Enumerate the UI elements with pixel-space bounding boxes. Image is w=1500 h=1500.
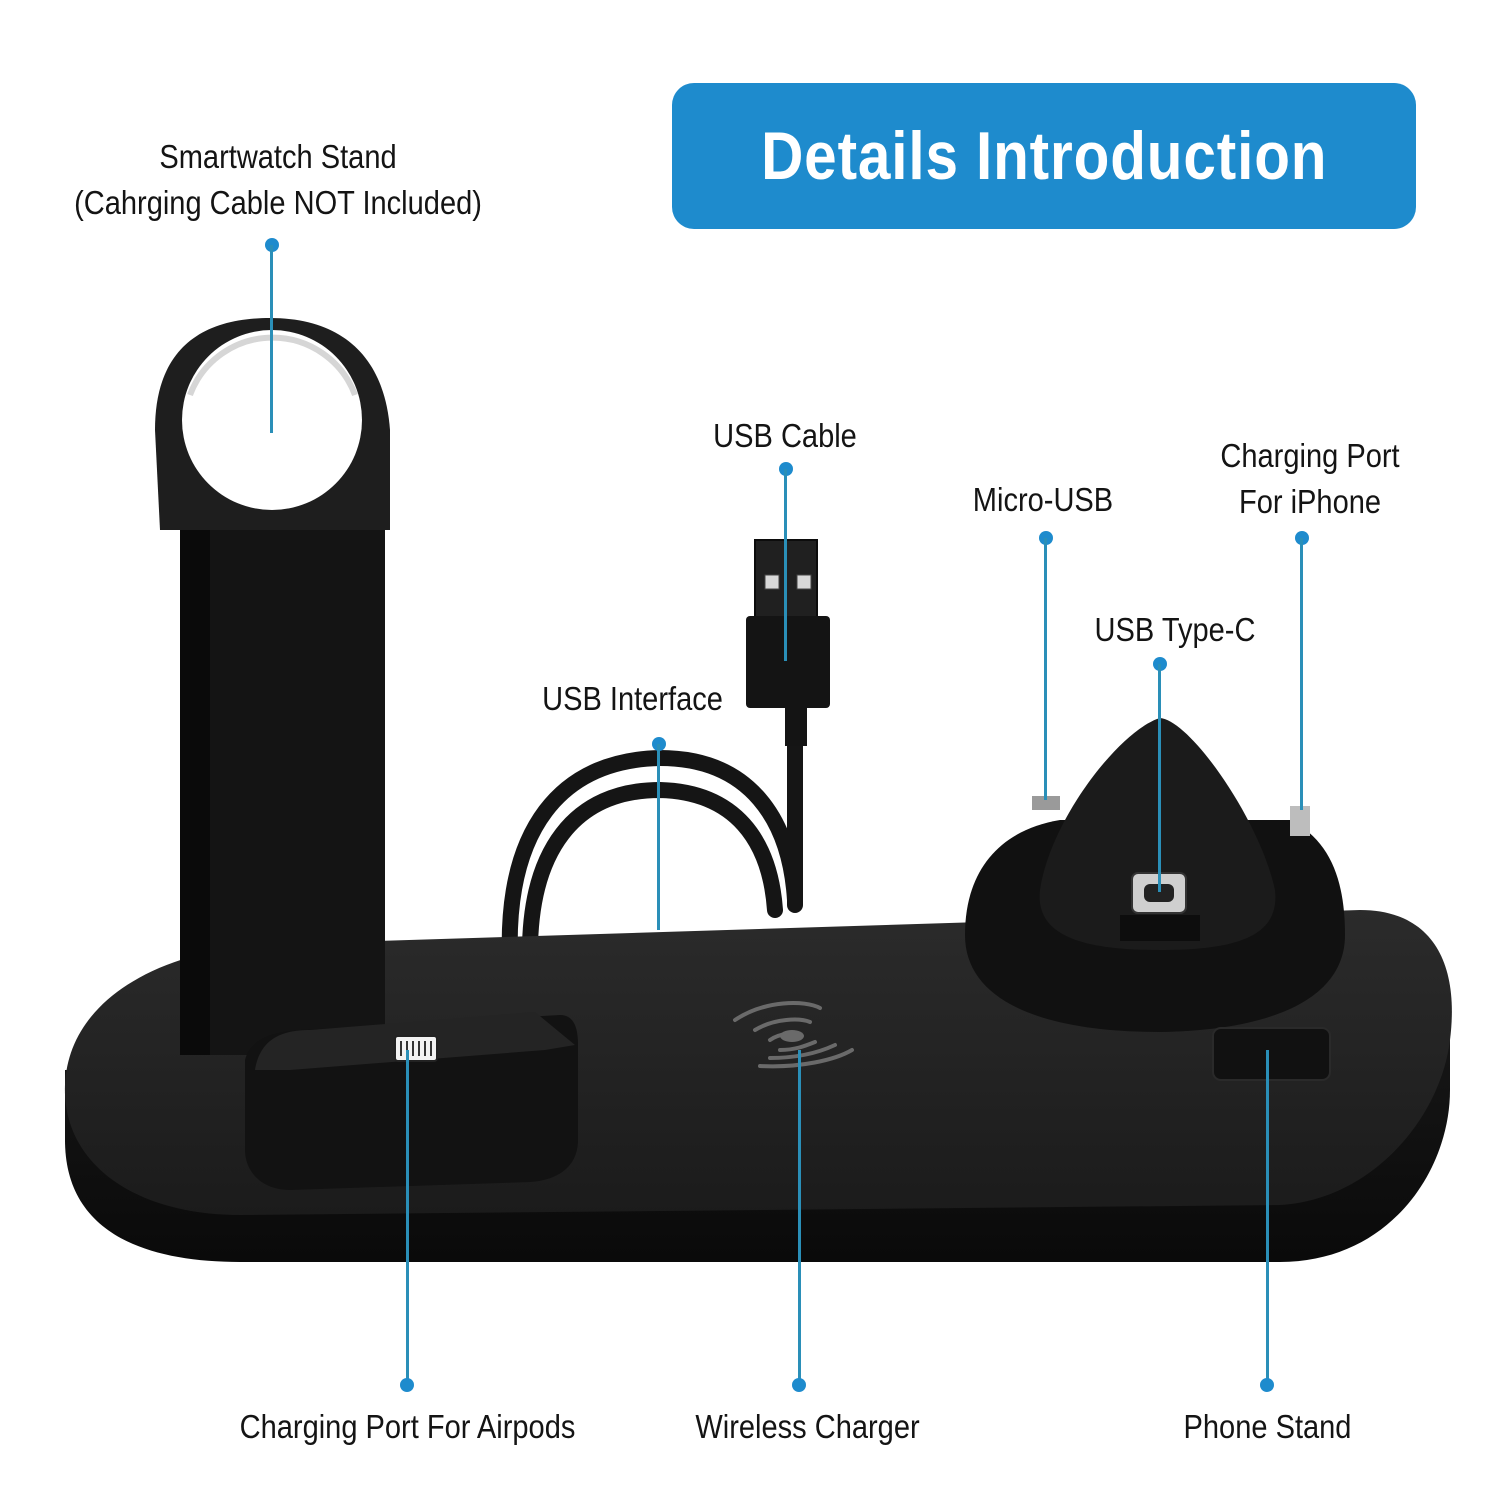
airpods-dock-shape — [245, 1012, 578, 1190]
charging-port-iphone-leader — [1300, 538, 1303, 810]
charging-port-iphone-line2: For iPhone — [1238, 483, 1382, 520]
wireless-charger-leader — [798, 1050, 801, 1382]
micro-usb-leader — [1044, 538, 1047, 800]
banner-title: Details Introduction — [760, 118, 1328, 194]
usb-cable-coil — [501, 732, 803, 968]
phone-stand-leader — [1266, 1050, 1269, 1382]
usb-a-plug — [746, 539, 830, 746]
charging-port-iphone-line1: Charging Port — [1220, 437, 1400, 474]
usb-cable-leader — [784, 469, 787, 661]
phone-stand-label: Phone Stand — [1183, 1408, 1352, 1445]
smartwatch-stand-label: Smartwatch Stand (Cahrging Cable NOT Inc… — [58, 134, 498, 226]
phone-stand-dot — [1260, 1378, 1274, 1392]
charging-port-airpods-leader — [406, 1050, 409, 1382]
wireless-charging-icon — [733, 1001, 854, 1069]
usb-interface-leader — [657, 744, 660, 930]
smartwatch-stand-title: Smartwatch Stand — [159, 138, 397, 175]
smartwatch-stand-note: (Cahrging Cable NOT Included) — [74, 184, 482, 221]
charging-port-airpods-dot — [400, 1378, 414, 1392]
charging-port-airpods-label: Charging Port For Airpods — [239, 1408, 576, 1445]
phone-dock-cone — [965, 718, 1345, 1032]
charging-port-iphone-label: Charging Port For iPhone — [1204, 433, 1415, 525]
phone-stand-shape — [1212, 1027, 1331, 1081]
smartwatch-stand-leader — [270, 245, 273, 433]
wireless-charger-dot — [792, 1378, 806, 1392]
usb-cable-label: USB Cable — [713, 417, 857, 454]
micro-usb-label: Micro-USB — [972, 481, 1114, 518]
usb-type-c-leader — [1158, 664, 1161, 892]
wireless-charger-label: Wireless Charger — [695, 1408, 920, 1445]
usb-type-c-label: USB Type-C — [1094, 611, 1256, 648]
usb-interface-label: USB Interface — [542, 680, 723, 717]
details-introduction-banner: Details Introduction — [672, 83, 1416, 229]
